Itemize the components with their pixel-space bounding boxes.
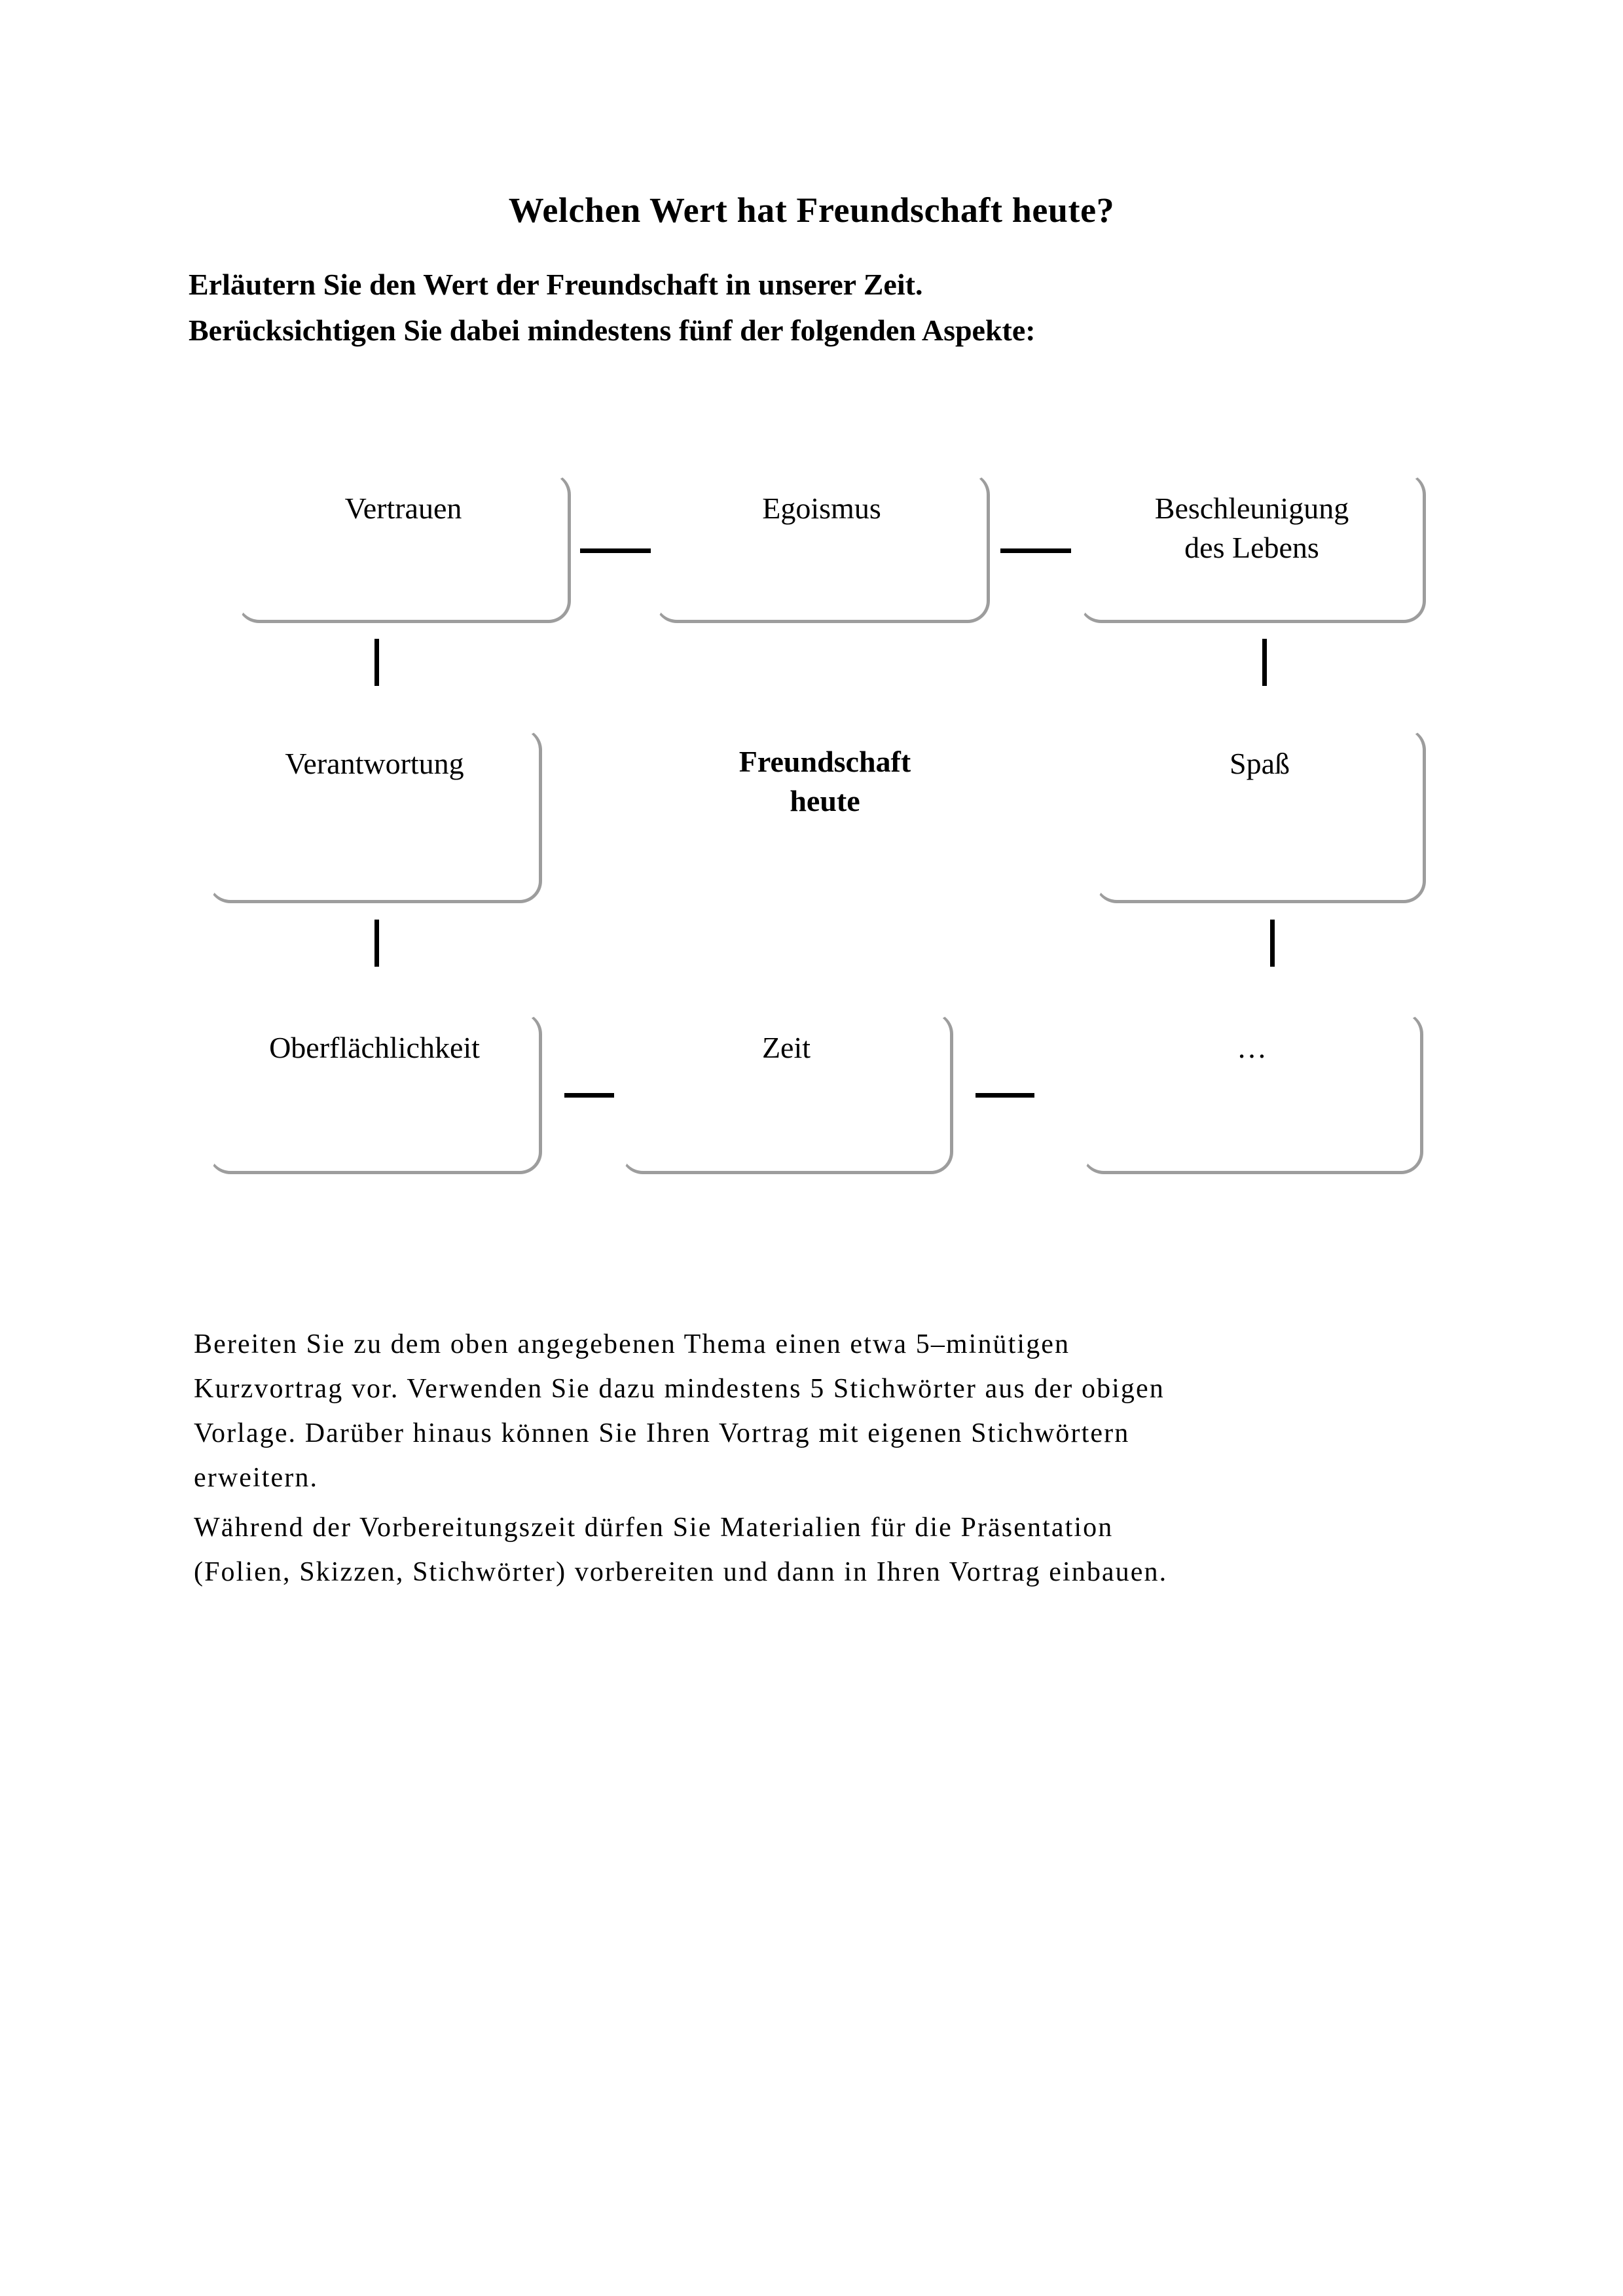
paragraph-line: erweitern. bbox=[194, 1463, 319, 1494]
diagram-node-zeit: Zeit bbox=[621, 1012, 953, 1174]
connector-beschleunigung-spass bbox=[1262, 639, 1267, 686]
diagram-center-label: Freundschaft heute bbox=[739, 745, 911, 817]
instructions-paragraph-1: Bereiten Sie zu dem oben angegebenen The… bbox=[194, 1322, 1438, 1500]
diagram-node-label: Spaß bbox=[1230, 747, 1290, 780]
connector-spass-weitere bbox=[1270, 920, 1275, 967]
diagram-node-verantwortung: Verantwortung bbox=[208, 728, 542, 903]
paragraph-line: Vorlage. Darüber hinaus können Sie Ihren… bbox=[194, 1418, 1130, 1449]
diagram-node-label: … bbox=[1237, 1031, 1267, 1064]
connector-oberflaechlichkeit-zeit bbox=[564, 1093, 614, 1098]
paragraph-line: Bereiten Sie zu dem oben angegebenen The… bbox=[194, 1329, 1070, 1359]
diagram-node-label: Beschleunigung des Lebens bbox=[1154, 492, 1349, 564]
connector-zeit-weitere bbox=[976, 1093, 1034, 1098]
diagram-node-spass: Spaß bbox=[1095, 728, 1426, 903]
diagram-node-oberflaechlichkeit: Oberflächlichkeit bbox=[208, 1012, 542, 1174]
diagram-node-weitere: … bbox=[1082, 1012, 1423, 1174]
paragraph-line: (Folien, Skizzen, Stichwörter) vorbereit… bbox=[194, 1557, 1168, 1588]
connector-vertrauen-verantwortung bbox=[374, 639, 379, 686]
diagram-node-label: Oberflächlichkeit bbox=[269, 1031, 480, 1064]
diagram-node-freundschaft-heute: Freundschaft heute bbox=[661, 728, 989, 903]
diagram-node-label: Egoismus bbox=[762, 492, 881, 525]
instructions-paragraph-2: Während der Vorbereitungszeit dürfen Sie… bbox=[194, 1505, 1438, 1594]
connector-verantwortung-oberflaechlichkeit bbox=[374, 920, 379, 967]
diagram-node-label: Vertrauen bbox=[344, 492, 462, 525]
diagram-node-vertrauen: Vertrauen bbox=[237, 473, 571, 623]
task-statement-line-2: Berücksichtigen Sie dabei mindestens fün… bbox=[189, 313, 1036, 347]
paragraph-line: Kurzvortrag vor. Verwenden Sie dazu mind… bbox=[194, 1374, 1165, 1405]
connector-vertrauen-egoismus bbox=[580, 548, 651, 553]
paragraph-line: Während der Vorbereitungszeit dürfen Sie… bbox=[194, 1513, 1114, 1543]
task-statement: Erläutern Sie den Wert der Freundschaft … bbox=[189, 262, 1432, 353]
connector-egoismus-beschleunigung bbox=[1000, 548, 1071, 553]
diagram-node-label: Zeit bbox=[761, 1031, 811, 1064]
page-title: Welchen Wert hat Freundschaft heute? bbox=[508, 190, 1115, 230]
diagram-node-egoismus: Egoismus bbox=[655, 473, 990, 623]
diagram-node-beschleunigung-des-lebens: Beschleunigung des Lebens bbox=[1079, 473, 1426, 623]
task-statement-line-1: Erläutern Sie den Wert der Freundschaft … bbox=[189, 268, 923, 301]
diagram-node-label: Verantwortung bbox=[285, 747, 464, 780]
